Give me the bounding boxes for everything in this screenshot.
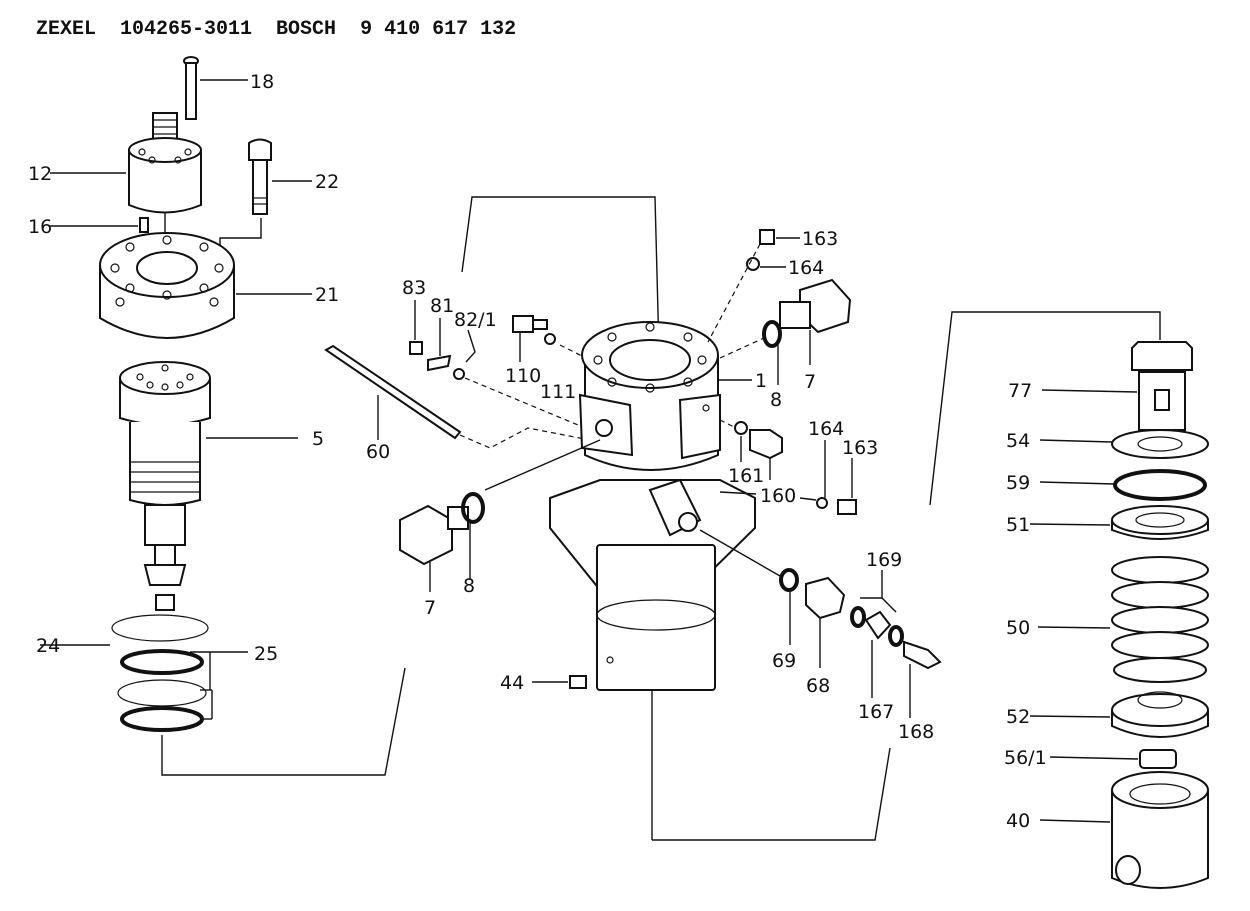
parts-160-161 [719,419,783,495]
parts-110-111 [512,315,601,366]
label-59: 59 [1006,472,1030,494]
center-assembly [324,196,942,841]
label-8-left: 8 [463,575,475,597]
part-8-washer-top [719,320,782,385]
part-44-screw [532,675,587,689]
part-50-spring [1037,556,1209,683]
parts-83-81-82 [409,300,591,431]
label-163-right: 163 [842,437,878,459]
right-assembly [929,311,1209,889]
label-167: 167 [858,701,894,723]
label-110: 110 [505,365,541,387]
parts-167-168-169 [850,570,942,718]
part-5-barrel-plunger [119,361,298,611]
part-1-pump-housing [549,321,891,841]
parts-24-25-rings [40,614,406,776]
label-169: 169 [866,549,902,571]
part-52-spring-seat [1029,691,1209,738]
label-168: 168 [898,721,934,743]
label-52: 52 [1006,706,1030,728]
part-40-tappet [1039,771,1209,889]
part-60-rod [324,344,591,449]
label-44: 44 [500,672,524,694]
label-12: 12 [28,163,52,185]
diagram-header: ZEXEL 104265-3011 BOSCH 9 410 617 132 [36,18,540,41]
label-69: 69 [772,650,796,672]
part-77-control-sleeve [1041,341,1193,431]
maker-zexel: ZEXEL [36,18,97,41]
label-1: 1 [755,370,767,392]
parts-68-69 [699,529,846,668]
label-163-top: 163 [802,228,838,250]
label-56-1: 56/1 [1004,747,1047,769]
maker-bosch: BOSCH [276,18,337,41]
label-25: 25 [254,643,278,665]
label-22: 22 [315,171,339,193]
part-7-plug-left [399,439,601,592]
label-7-left: 7 [424,597,436,619]
label-24: 24 [36,635,60,657]
label-50: 50 [1006,617,1030,639]
label-81: 81 [430,295,454,317]
parts-163-164-top [707,229,800,343]
bosch-part-number: 9 410 617 132 [360,18,517,41]
label-54: 54 [1006,430,1030,452]
part-18-bolt [183,56,248,120]
label-40: 40 [1006,810,1030,832]
label-5: 5 [312,428,324,450]
label-51: 51 [1006,514,1030,536]
label-16: 16 [28,216,52,238]
part-22-bolt [219,138,312,255]
left-assembly [40,56,406,776]
label-164-right: 164 [808,418,844,440]
parts-163-164-right [799,440,857,515]
part-56-shim [1049,749,1177,769]
label-111: 111 [540,381,576,403]
part-21-flange [99,232,312,339]
label-60: 60 [366,441,390,463]
label-18: 18 [250,71,274,93]
part-54-spring-seat [1039,429,1209,459]
label-68: 68 [806,675,830,697]
label-161: 161 [728,465,764,487]
label-83: 83 [402,277,426,299]
part-labels: 18 12 22 16 21 5 24 25 60 83 81 82/1 110… [28,71,1047,832]
label-8-top: 8 [770,389,782,411]
label-160: 160 [760,485,796,507]
label-164-top: 164 [788,257,824,279]
part-12-valve-holder [50,112,202,250]
part-51-spring-seat [1029,505,1209,540]
label-82-1: 82/1 [454,309,497,331]
zexel-part-number: 104265-3011 [120,18,253,41]
label-7-top: 7 [804,371,816,393]
part-59-ring [1039,469,1207,501]
part-16-pin [50,217,149,233]
label-21: 21 [315,284,339,306]
label-77: 77 [1008,380,1032,402]
part-7-plug-top [779,278,852,365]
